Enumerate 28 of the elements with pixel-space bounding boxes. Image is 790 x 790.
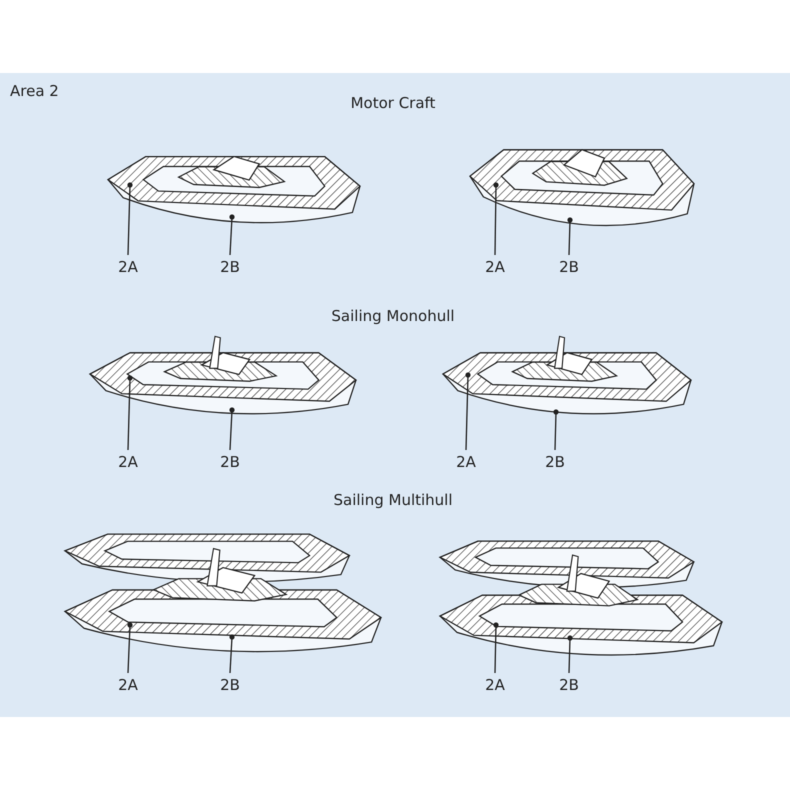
callout-label: 2B bbox=[535, 453, 575, 471]
leader-line bbox=[493, 182, 499, 255]
leader-line bbox=[229, 407, 235, 450]
callout-label: 2A bbox=[108, 676, 148, 694]
section-heading: Motor Craft bbox=[350, 94, 436, 112]
leader-line bbox=[465, 372, 471, 450]
leader-line bbox=[127, 375, 133, 450]
callout-label: 2A bbox=[446, 453, 486, 471]
area-label: Area 2 bbox=[10, 82, 59, 100]
callout-label: 2B bbox=[210, 258, 250, 276]
callout-label: 2B bbox=[210, 453, 250, 471]
leader-line bbox=[127, 182, 133, 256]
leader-line bbox=[567, 635, 573, 674]
section-heading: Sailing Multihull bbox=[333, 491, 453, 509]
callout-label: 2A bbox=[108, 258, 148, 276]
leader-line bbox=[127, 622, 133, 674]
callout-label: 2A bbox=[475, 258, 515, 276]
callout-label: 2B bbox=[210, 676, 250, 694]
leader-line bbox=[229, 214, 235, 256]
leader-line bbox=[493, 622, 499, 674]
callout-label: 2B bbox=[549, 676, 589, 694]
section-heading: Sailing Monohull bbox=[331, 307, 455, 325]
callout-label: 2B bbox=[549, 258, 589, 276]
callout-label: 2A bbox=[475, 676, 515, 694]
leader-line bbox=[553, 409, 559, 450]
callout-label: 2A bbox=[108, 453, 148, 471]
leader-line bbox=[229, 634, 235, 674]
leader-line bbox=[567, 217, 573, 256]
